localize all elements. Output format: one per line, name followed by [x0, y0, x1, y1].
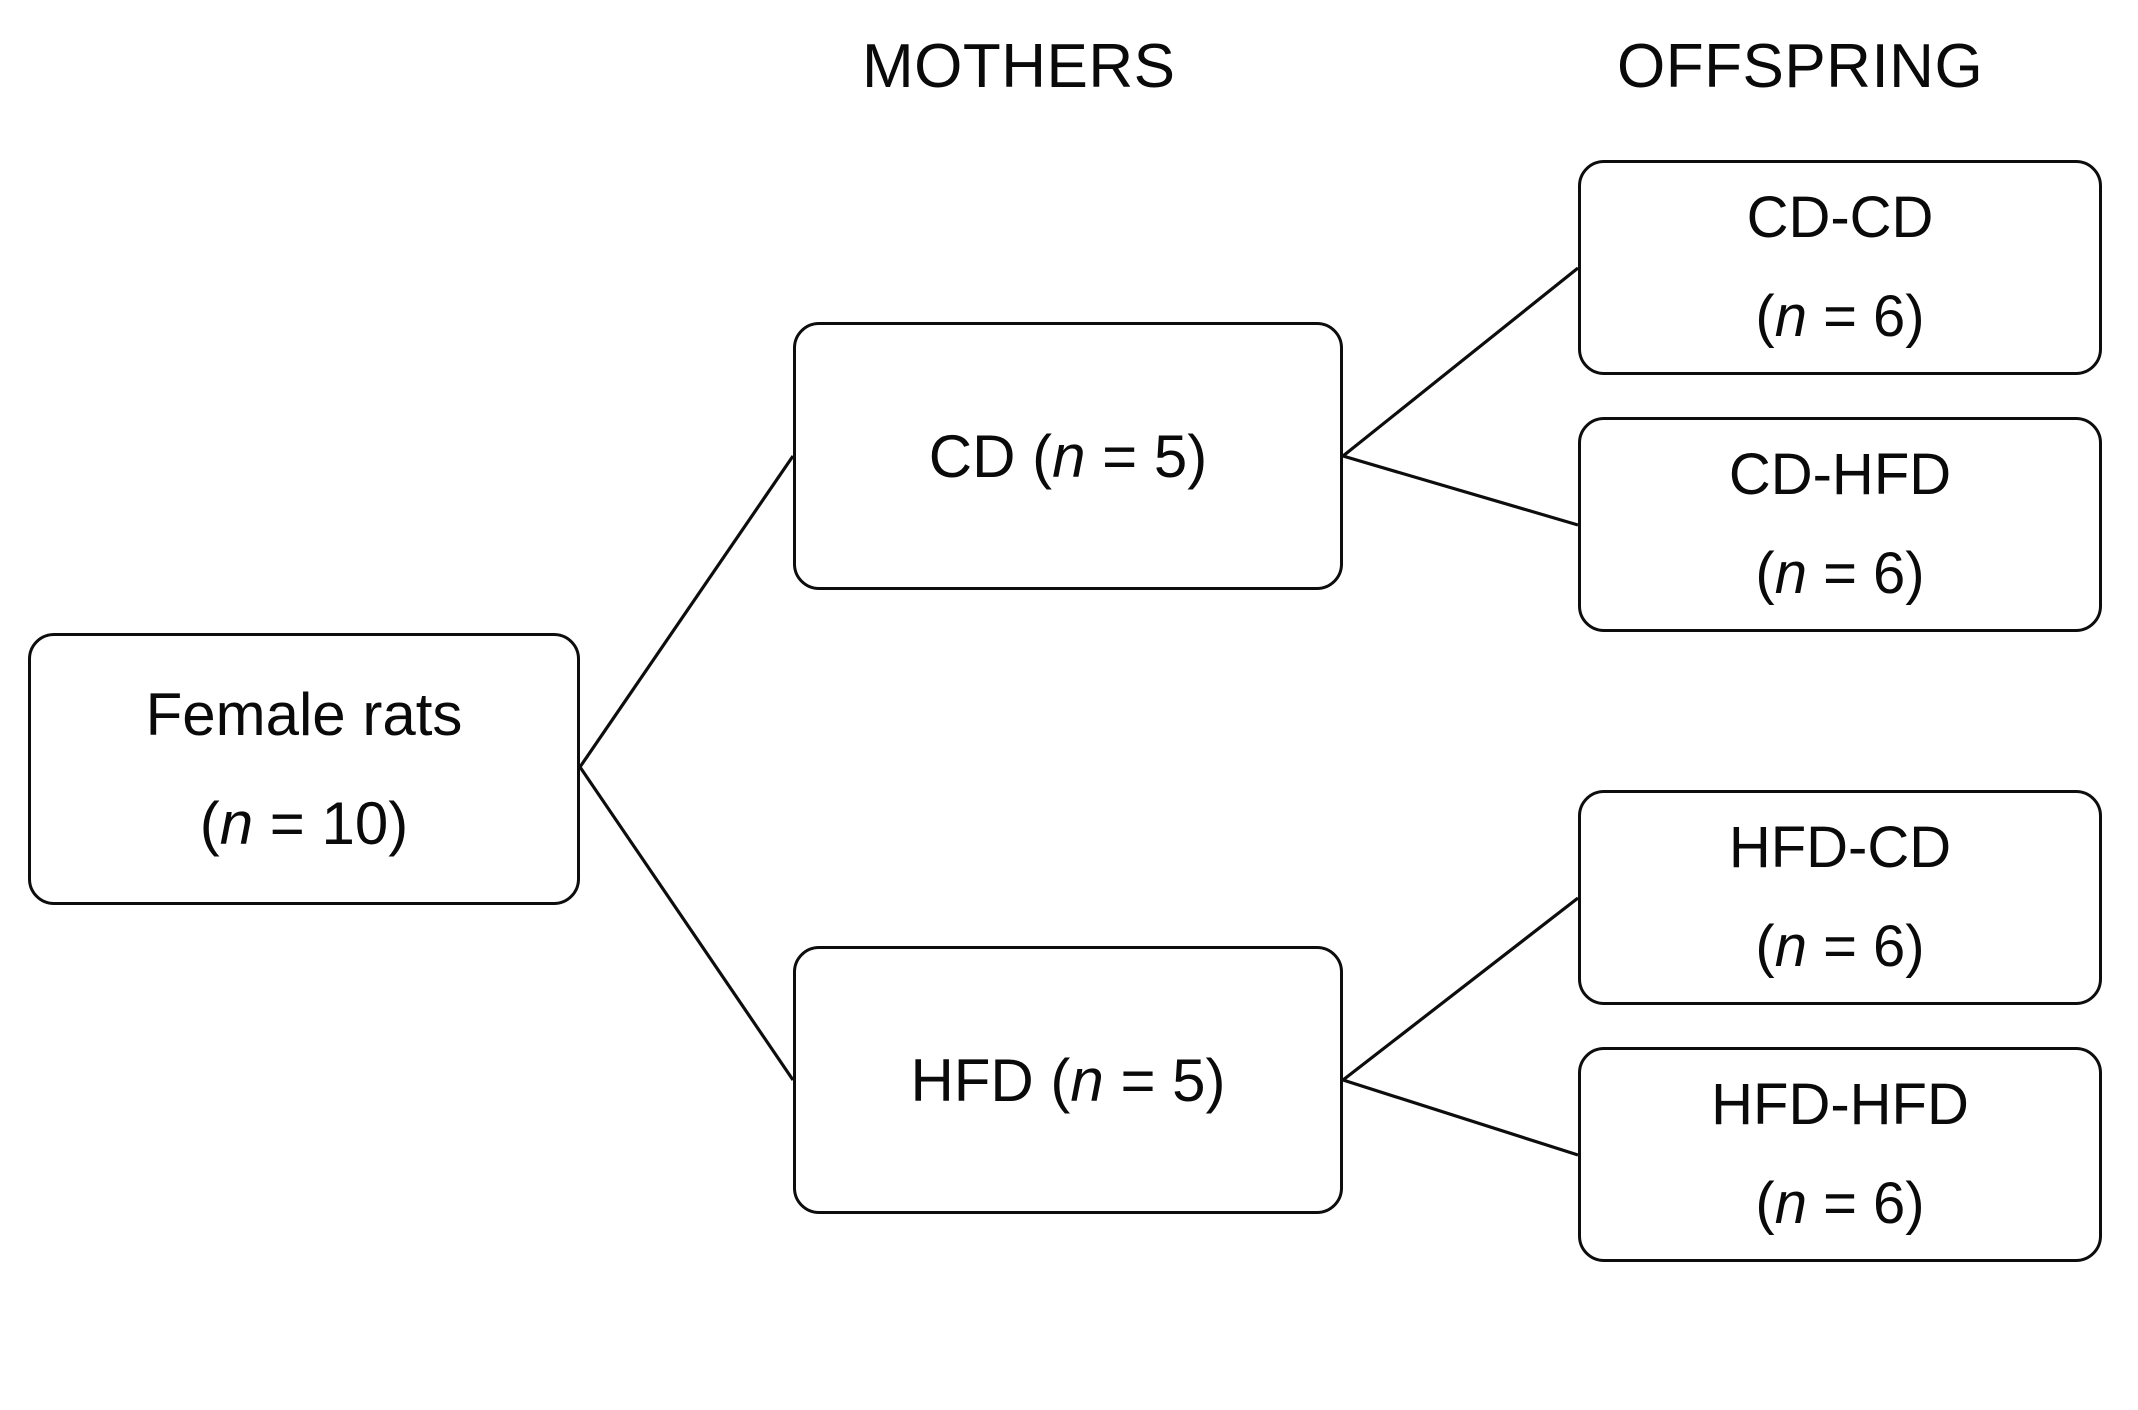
- column-header-mothers: MOTHERS: [862, 32, 1176, 101]
- n-symbol: n: [1052, 422, 1086, 490]
- node-mother-cd-label: CD (n = 5): [929, 425, 1207, 488]
- node-offspring-cd-hfd-count: (n = 6): [1755, 540, 1925, 606]
- hfd-label-prefix: HFD (: [910, 1046, 1071, 1114]
- node-mother-hfd[interactable]: HFD (n = 5): [793, 946, 1343, 1214]
- cd-label-prefix: CD (: [928, 422, 1053, 490]
- n-symbol: n: [1774, 1170, 1807, 1236]
- node-offspring-cd-hfd[interactable]: CD-HFD (n = 6): [1578, 417, 2102, 632]
- paren-open: (: [1755, 283, 1775, 349]
- count-value: = 5): [1085, 422, 1208, 490]
- count-value: = 10): [253, 790, 409, 857]
- count-value: = 5): [1103, 1046, 1226, 1114]
- node-mother-cd[interactable]: CD (n = 5): [793, 322, 1343, 590]
- n-symbol: n: [1070, 1046, 1104, 1114]
- node-offspring-hfd-cd-title: HFD-CD: [1728, 814, 1952, 880]
- count-value: = 6): [1806, 283, 1925, 349]
- node-female-rats[interactable]: Female rats (n = 10): [28, 633, 580, 905]
- n-symbol: n: [219, 790, 254, 857]
- node-offspring-hfd-cd-count: (n = 6): [1755, 913, 1925, 979]
- paren-open: (: [1755, 913, 1775, 979]
- n-symbol: n: [1774, 283, 1807, 349]
- node-offspring-hfd-hfd-count: (n = 6): [1755, 1170, 1925, 1236]
- edge-cd-to-cd-hfd: [1342, 454, 1579, 527]
- edge-hfd-to-hfd-hfd: [1342, 1078, 1579, 1157]
- count-value: = 6): [1806, 913, 1925, 979]
- edge-root-to-hfd: [578, 766, 795, 1081]
- node-offspring-cd-hfd-title: CD-HFD: [1728, 441, 1952, 507]
- node-offspring-hfd-hfd[interactable]: HFD-HFD (n = 6): [1578, 1047, 2102, 1262]
- paren-open: (: [1755, 1170, 1775, 1236]
- node-offspring-cd-cd-title: CD-CD: [1746, 184, 1934, 250]
- node-female-rats-count: (n = 10): [200, 792, 408, 855]
- column-header-offspring: OFFSPRING: [1617, 32, 1984, 101]
- count-value: = 6): [1806, 540, 1925, 606]
- edge-hfd-to-hfd-cd: [1342, 896, 1579, 1082]
- node-offspring-hfd-cd[interactable]: HFD-CD (n = 6): [1578, 790, 2102, 1005]
- node-female-rats-title: Female rats: [145, 681, 463, 748]
- paren-open: (: [1755, 540, 1775, 606]
- node-mother-hfd-label: HFD (n = 5): [910, 1049, 1225, 1112]
- n-symbol: n: [1774, 913, 1807, 979]
- edge-cd-to-cd-cd: [1342, 266, 1579, 458]
- paren-open: (: [199, 790, 220, 857]
- count-value: = 6): [1806, 1170, 1925, 1236]
- edge-root-to-cd: [578, 455, 795, 768]
- node-offspring-cd-cd-count: (n = 6): [1755, 283, 1925, 349]
- n-symbol: n: [1774, 540, 1807, 606]
- node-offspring-hfd-hfd-title: HFD-HFD: [1711, 1071, 1969, 1137]
- node-offspring-cd-cd[interactable]: CD-CD (n = 6): [1578, 160, 2102, 375]
